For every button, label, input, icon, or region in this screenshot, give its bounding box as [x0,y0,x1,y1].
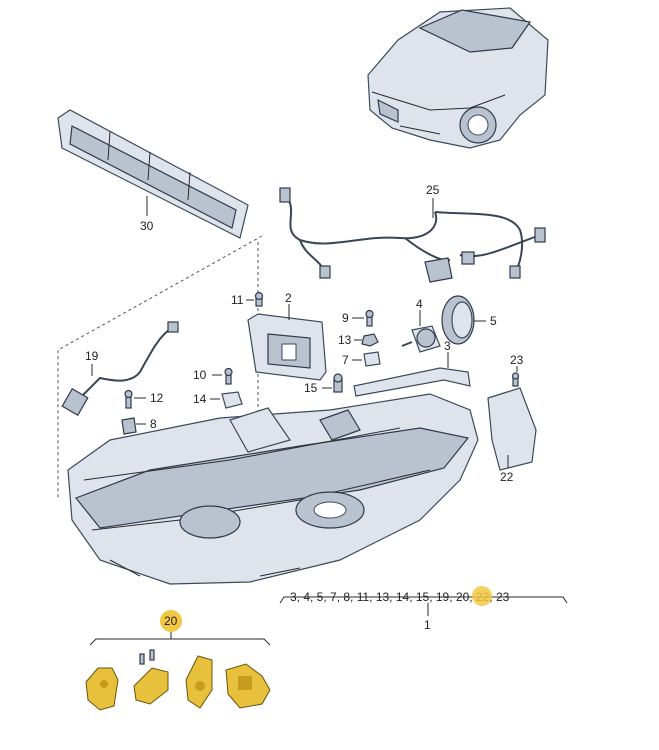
callout-20: 20 [164,614,178,628]
callout-14: 14 [193,392,207,406]
part-22-side-bracket [487,387,537,471]
assembly-list-highlighted: 20 [456,590,470,604]
part-4-actuator [401,325,441,353]
callout-30: 30 [140,219,154,233]
part-2-control-module [247,313,327,381]
callout-22: 22 [500,470,514,484]
part-30-frame [57,109,249,239]
callout-7: 7 [342,353,349,367]
callout-11: 11 [231,293,244,307]
part-5-cover-cap [441,295,475,345]
part-14-bracket [221,391,243,409]
assembly-list-prefix: 3, 4, 5, 7, 8, 11, 13, 14, 15, 19, [290,590,456,604]
callout-10: 10 [193,368,207,382]
part-19-cable [61,321,179,416]
part-3-bracket [353,367,471,397]
callout-13: 13 [338,333,352,347]
part-9-screw [365,309,374,327]
car-illustration [367,7,549,149]
callout-9: 9 [342,311,349,325]
part-15-screw [333,373,343,393]
part-12-screw [124,389,133,409]
callout-1: 1 [424,618,431,632]
part-13-nut [361,333,379,347]
part-8-nut [121,417,137,435]
part-11-screw [254,291,264,307]
callout-12: 12 [150,391,164,405]
callout-3: 3 [444,339,451,353]
callout-5: 5 [490,314,497,328]
part-23-screw [511,372,520,387]
part-10-screw [224,367,233,385]
part-25-wiring-harness [279,187,546,283]
part-7-clip [363,351,381,367]
callout-8: 8 [150,417,157,431]
callout-2: 2 [285,291,292,305]
callout-25: 25 [426,183,440,197]
callout-4: 4 [416,297,423,311]
callout-15: 15 [304,381,318,395]
part-1-headlight-assembly [67,393,479,585]
callout-19: 19 [85,349,99,363]
part-20-repair-brackets [85,649,271,711]
callout-23: 23 [510,353,524,367]
